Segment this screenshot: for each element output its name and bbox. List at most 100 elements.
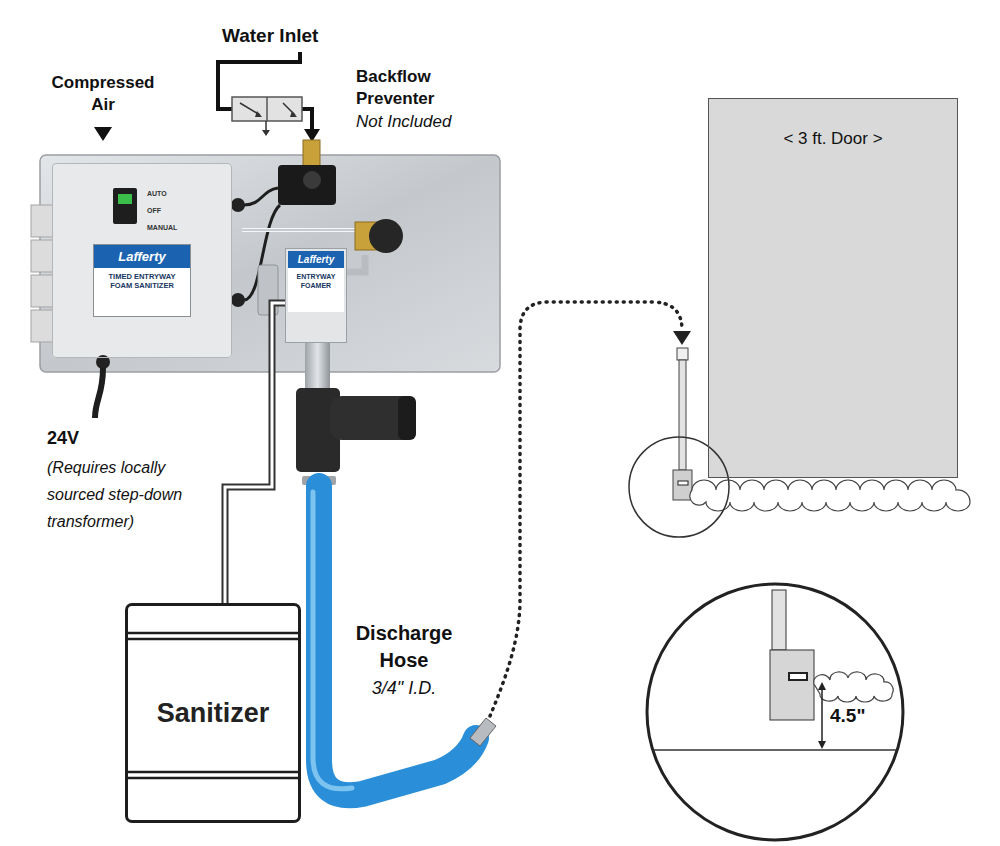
node-text: Sanitizer (153, 696, 274, 731)
door-fill (708, 98, 958, 478)
air-arrow (94, 127, 112, 141)
note-label: (Requires locally sourced step-down tran… (47, 454, 212, 535)
foam-nozzle (677, 348, 688, 360)
wye-fitting (330, 396, 416, 440)
dimension-label: 4.5" (830, 704, 865, 728)
node-text: TIMED ENTRYWAY FOAM SANITIZER (94, 268, 190, 295)
foam-nozzle (679, 360, 686, 470)
detail-circle (629, 437, 903, 840)
inlet-label: Compressed Air (40, 72, 166, 116)
backflow-preventer (266, 97, 268, 121)
control-enclosure-body (231, 293, 245, 307)
discharge-hose (313, 486, 496, 795)
back-panel (31, 275, 53, 307)
wye-fitting (296, 388, 416, 485)
backflow-preventer (232, 97, 302, 136)
detail-circle (789, 673, 807, 680)
water-inlet-line (218, 52, 320, 142)
sanitizer-drum: Sanitizer (125, 603, 301, 823)
door-fill (708, 98, 958, 478)
dotted-route (490, 302, 682, 716)
drum-bands (125, 633, 301, 778)
foam-nozzle (673, 348, 692, 500)
solenoid-valve (278, 140, 336, 205)
air-arrow (94, 127, 112, 141)
detail-circle (821, 688, 823, 742)
inlet-label: Water Inlet (222, 24, 318, 48)
foam (690, 480, 970, 511)
foam-nozzle (673, 470, 692, 500)
discharge-hose (470, 718, 496, 746)
wye-fitting (398, 396, 416, 440)
detail-circle (647, 584, 903, 840)
drum-bands (125, 777, 301, 780)
control-enclosure-body (231, 198, 245, 212)
drum-bands (125, 771, 301, 774)
control-enclosure-body (96, 355, 110, 369)
air-regulator (347, 219, 403, 272)
foam (690, 480, 970, 511)
air-regulator (369, 219, 403, 253)
solenoid-valve (278, 165, 336, 205)
note-label: Not Included (356, 111, 451, 133)
backflow-preventer (290, 111, 297, 117)
back-panel (31, 205, 53, 237)
door: < 3 ft. Door > (708, 98, 958, 478)
detail-circle (818, 741, 826, 749)
control-enclosure-body (52, 163, 245, 418)
dimension-label: 3/4" I.D. (338, 676, 470, 700)
back-panel (31, 155, 500, 372)
water-inlet-line (302, 109, 312, 132)
back-panel (31, 310, 53, 342)
back-panel (31, 240, 53, 272)
tube-inner (225, 303, 285, 603)
part-label: Backflow Preventer (356, 66, 456, 110)
discharge-hose (313, 492, 352, 789)
foamer-block: LaffertyENTRYWAY FOAMER (285, 248, 347, 343)
detail-circle (814, 672, 893, 702)
detail-circle (653, 749, 897, 751)
wiring (244, 188, 278, 205)
wiring (242, 228, 355, 232)
backflow-preventer (240, 103, 295, 115)
control-enclosure-body (95, 368, 103, 418)
node-text: AUTO (147, 185, 231, 202)
solenoid-valve (303, 140, 320, 166)
brand-text: Lafferty (288, 251, 344, 268)
detail-circle (772, 590, 786, 650)
detail-circle (770, 650, 814, 720)
control-enclosure: AUTOOFFMANUAL LaffertyTIMED ENTRYWAY FOAM… (52, 163, 232, 358)
product-label: LaffertyTIMED ENTRYWAY FOAM SANITIZER (93, 244, 191, 317)
drum-bands (125, 632, 301, 635)
brand-text: Lafferty (94, 245, 190, 268)
foam-nozzle (678, 481, 688, 485)
node-text: OFF (147, 202, 231, 219)
tube-connector (225, 303, 285, 603)
foamer-body (285, 248, 347, 343)
drum-bands (125, 638, 301, 641)
voltage-label: 24V (47, 426, 79, 450)
node-text: ENTRYWAY FOAMER (288, 268, 344, 312)
backflow-preventer (255, 111, 262, 117)
node-text: < 3 ft. Door > (709, 129, 957, 149)
control-enclosure-body (118, 194, 132, 204)
node-text: MANUAL (147, 219, 231, 236)
tube-outline (225, 303, 285, 603)
foamer-body (305, 342, 330, 390)
control-enclosure-body (52, 163, 232, 358)
backflow-preventer (262, 130, 270, 136)
control-enclosure-body (113, 188, 137, 224)
wiring (242, 230, 355, 231)
detail-circle (629, 437, 729, 537)
detail-circle (818, 682, 826, 690)
backflow-preventer (232, 97, 302, 121)
air-regulator (347, 255, 365, 272)
dotted-route (673, 331, 691, 345)
solenoid-valve (303, 171, 321, 189)
discharge-hose (319, 486, 476, 795)
